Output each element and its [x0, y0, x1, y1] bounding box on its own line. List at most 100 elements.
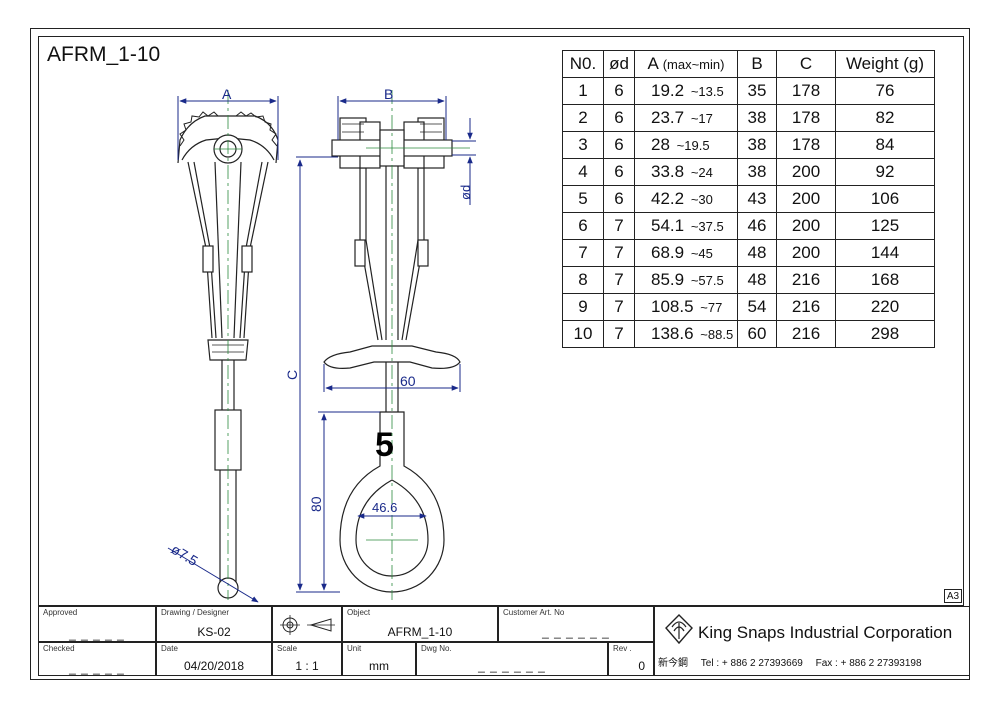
- company-cell: [654, 606, 970, 676]
- a-max-value: 28: [651, 135, 670, 154]
- cell-a: 33.8 ~24: [634, 158, 738, 186]
- company-chinese-name: 新今鋼: [658, 658, 688, 669]
- a-max-value: 138.6: [651, 324, 694, 343]
- dimension-c-label: C: [284, 370, 300, 380]
- cell-diameter: 6: [603, 185, 635, 213]
- col-header-diameter: ød: [603, 50, 635, 78]
- projection-symbol-cell: [272, 606, 342, 642]
- dimension-t-bar: [323, 364, 461, 392]
- dimension-loop-height: [318, 411, 380, 593]
- cell-diameter: 7: [603, 293, 635, 321]
- col-header-weight: Weight (g): [835, 50, 935, 78]
- a-min-value: ~45: [690, 246, 713, 261]
- a-min-value: ~88.5: [700, 327, 734, 342]
- cell-no: 3: [562, 131, 604, 159]
- dimension-a-label: A: [222, 86, 232, 102]
- cell-c: 200: [776, 212, 836, 240]
- cell-diameter: 6: [603, 104, 635, 132]
- drawing-title: AFRM_1-10: [47, 43, 161, 66]
- cell-a: 68.9 ~45: [634, 239, 738, 267]
- revision-cell: Rev . 0: [608, 642, 654, 676]
- a-max-value: 68.9: [651, 243, 685, 262]
- dimension-phi-d-label: ød: [458, 185, 473, 200]
- cell-a: 42.2 ~30: [634, 185, 738, 213]
- cell-b: 54: [737, 293, 777, 321]
- cell-weight: 82: [835, 104, 935, 132]
- a-max-value: 108.5: [651, 297, 694, 316]
- dimension-b: [337, 96, 447, 140]
- dwg-no-cell: Dwg No. _ _ _ _ _ _: [416, 642, 608, 676]
- a-max-value: 33.8: [651, 162, 685, 181]
- cell-b: 38: [737, 158, 777, 186]
- a-min-value: ~13.5: [690, 84, 724, 99]
- company-logo-icon: [665, 614, 693, 645]
- cell-c: 178: [776, 104, 836, 132]
- a-min-value: ~37.5: [690, 219, 724, 234]
- a-min-value: ~19.5: [676, 138, 710, 153]
- dimension-loop-height-label: 80: [308, 496, 324, 512]
- cell-b: 46: [737, 212, 777, 240]
- dimension-loop-width-label: 46.6: [372, 500, 397, 515]
- company-name: King Snaps Industrial Corporation: [698, 623, 953, 642]
- projection-symbol-icon: [280, 615, 335, 635]
- cell-no: 10: [562, 320, 604, 348]
- col-header-a: A (max~min): [634, 50, 738, 78]
- cell-no: 2: [562, 104, 604, 132]
- cell-no: 8: [562, 266, 604, 294]
- cell-weight: 92: [835, 158, 935, 186]
- cell-c: 178: [776, 131, 836, 159]
- cell-no: 5: [562, 185, 604, 213]
- cell-no: 1: [562, 77, 604, 105]
- drawing-border: [30, 28, 970, 680]
- a-min-value: ~30: [690, 192, 713, 207]
- cell-diameter: 7: [603, 239, 635, 267]
- cell-a: 108.5 ~77: [634, 293, 738, 321]
- cell-no: 7: [562, 239, 604, 267]
- cell-diameter: 6: [603, 77, 635, 105]
- a-min-value: ~24: [690, 165, 713, 180]
- cell-a: 85.9 ~57.5: [634, 266, 738, 294]
- a-max-value: 19.2: [651, 81, 685, 100]
- approved-cell: Approved _ _ _ _ _: [38, 606, 156, 642]
- company-contact: 新今鋼 Tel : + 886 2 27393669 Fax : + 886 2…: [658, 654, 932, 669]
- cell-c: 200: [776, 158, 836, 186]
- a-max-value: 42.2: [651, 189, 685, 208]
- cell-a: 28 ~19.5: [634, 131, 738, 159]
- cell-b: 60: [737, 320, 777, 348]
- a-min-value: ~17: [690, 111, 713, 126]
- customer-art-no-cell: Customer Art. No _ _ _ _ _ _: [498, 606, 654, 642]
- date-cell: Date 04/20/2018: [156, 642, 272, 676]
- cell-no: 4: [562, 158, 604, 186]
- cell-no: 9: [562, 293, 604, 321]
- cell-c: 216: [776, 320, 836, 348]
- cell-weight: 144: [835, 239, 935, 267]
- cell-no: 6: [562, 212, 604, 240]
- a-max-value: 54.1: [651, 216, 685, 235]
- a-min-value: ~77: [700, 300, 723, 315]
- a-min-value: ~57.5: [690, 273, 724, 288]
- cell-b: 43: [737, 185, 777, 213]
- cell-diameter: 7: [603, 320, 635, 348]
- dimension-b-label: B: [384, 86, 393, 102]
- cell-c: 200: [776, 185, 836, 213]
- cell-b: 38: [737, 131, 777, 159]
- col-header-c: C: [776, 50, 836, 78]
- cell-weight: 168: [835, 266, 935, 294]
- dimension-c: [296, 156, 340, 593]
- cell-weight: 106: [835, 185, 935, 213]
- sheet-size-tag: A3: [944, 589, 962, 603]
- object-cell: Object AFRM_1-10: [342, 606, 498, 642]
- dimension-stem-diameter: [167, 547, 259, 603]
- designer-cell: Drawing / Designer KS-02: [156, 606, 272, 642]
- cell-weight: 125: [835, 212, 935, 240]
- cell-weight: 76: [835, 77, 935, 105]
